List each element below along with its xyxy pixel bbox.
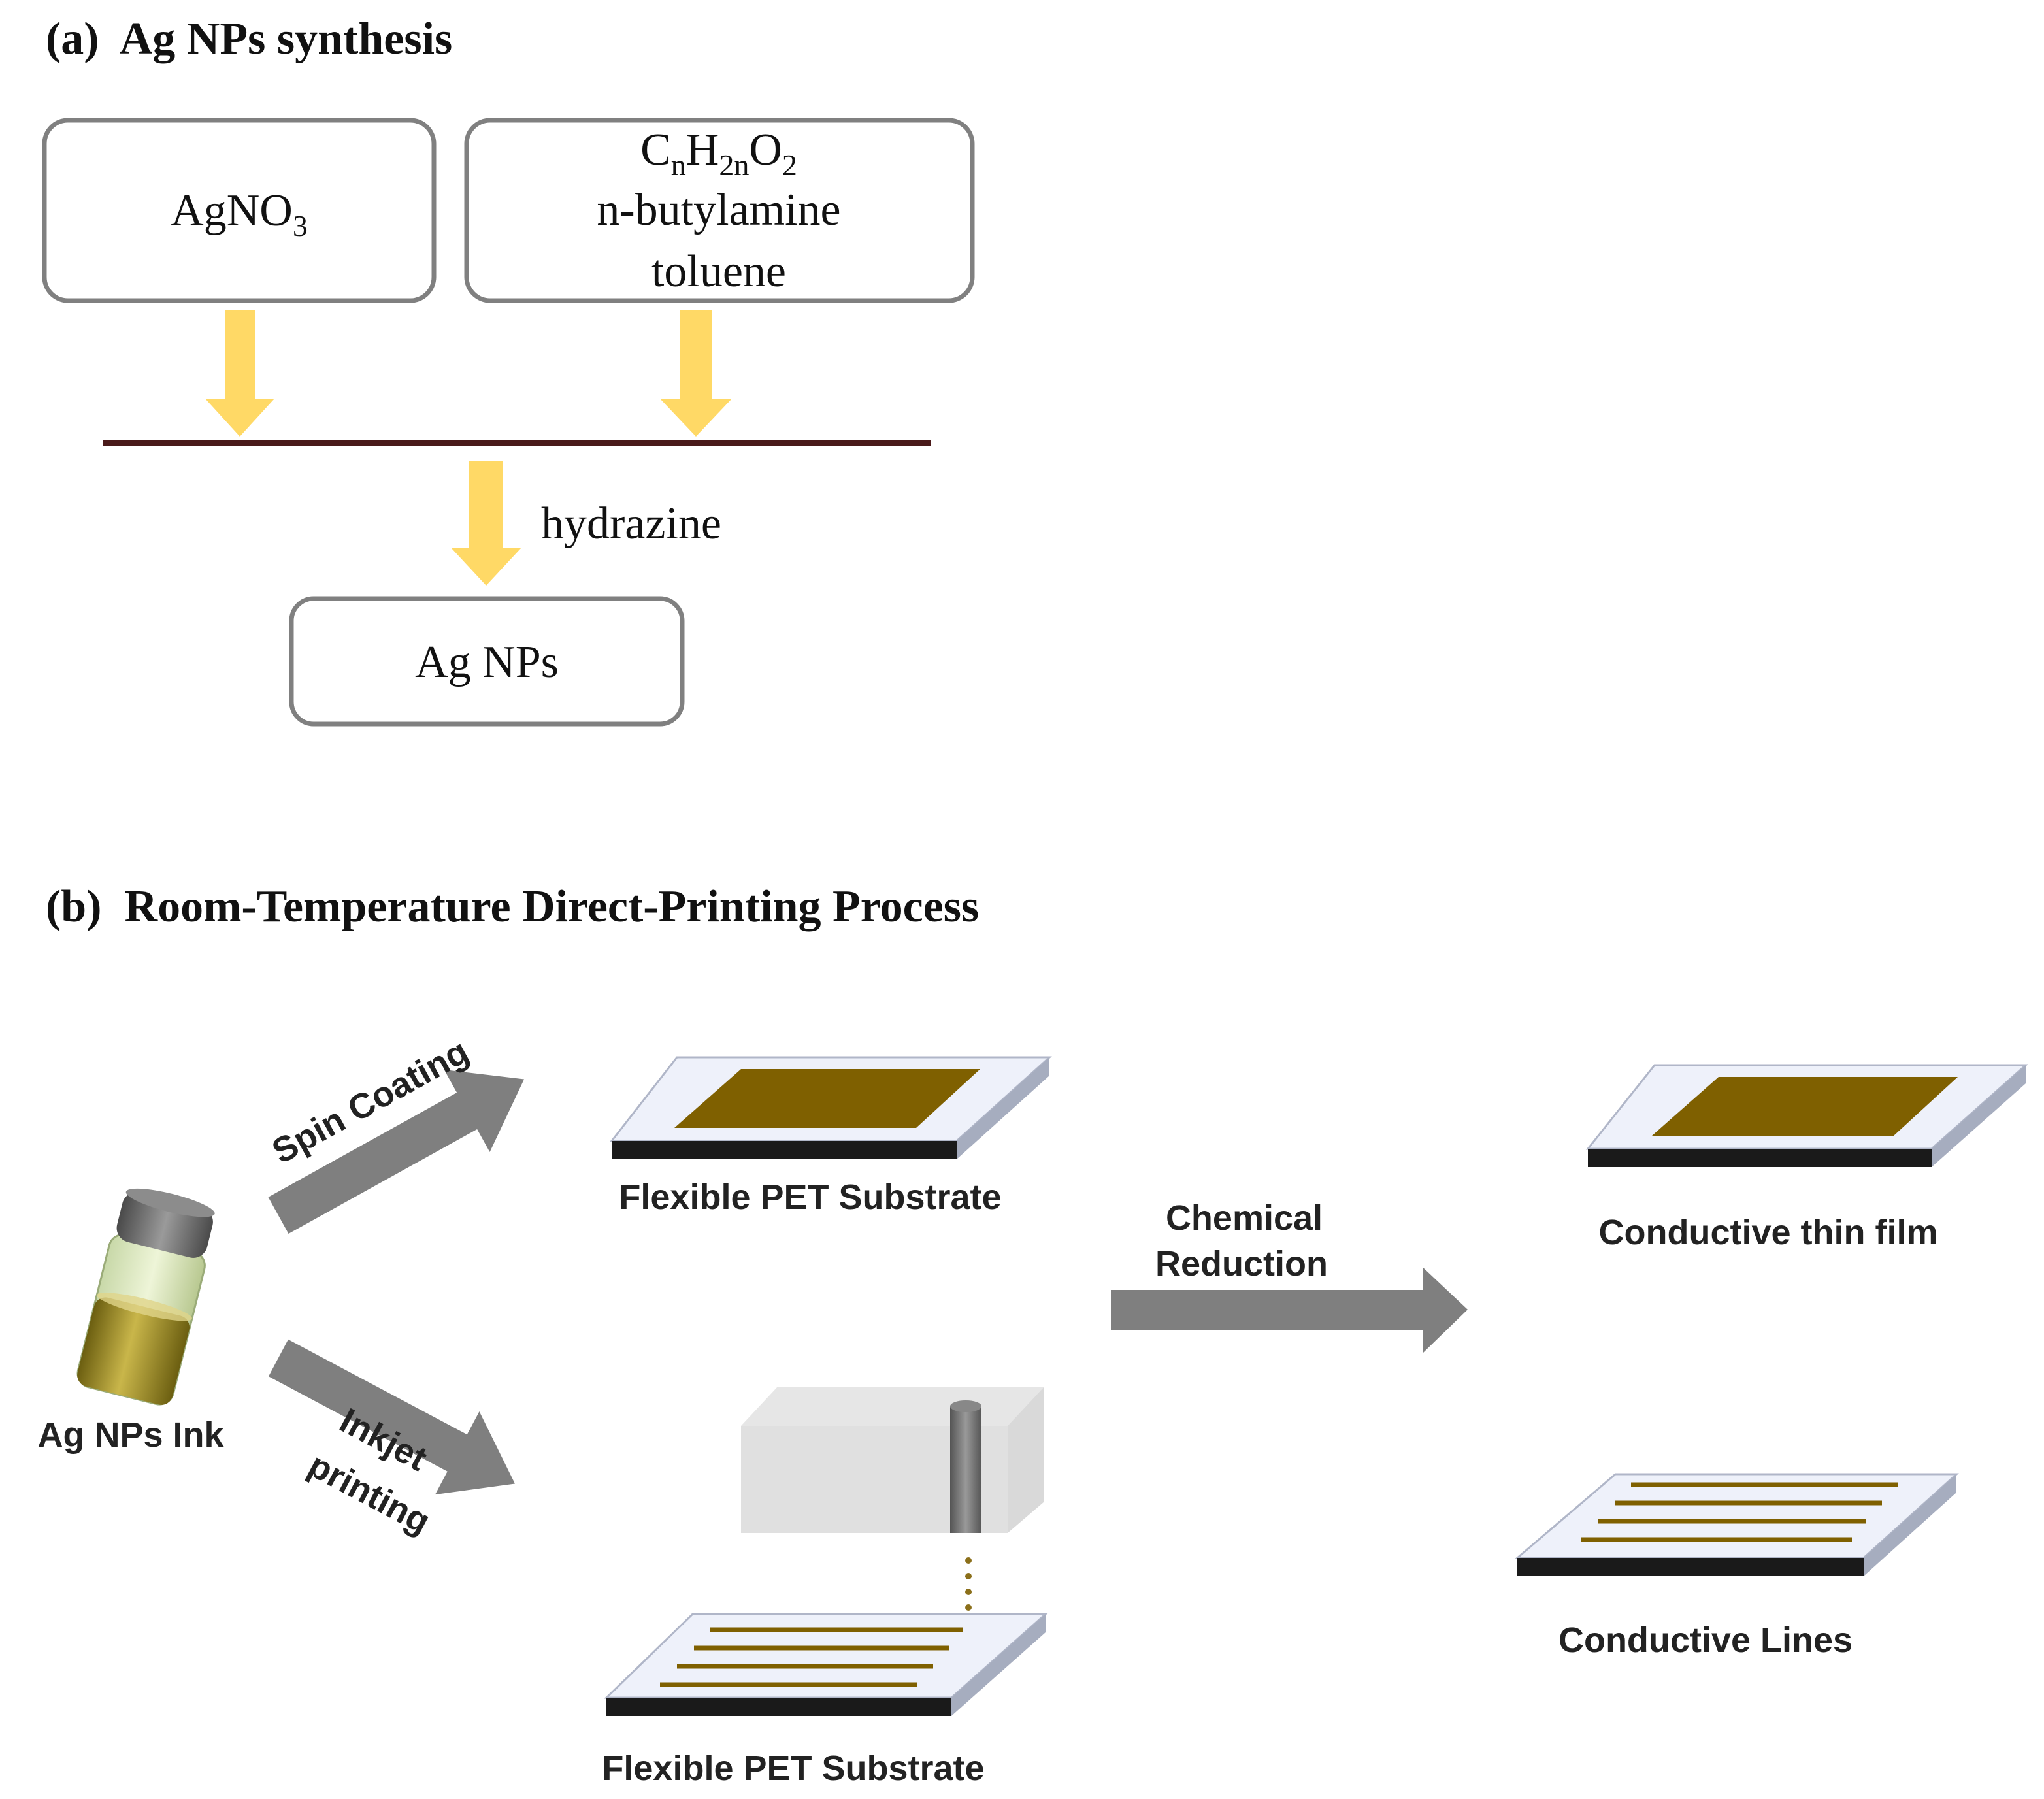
- conductive-thin-film-substrate: [1585, 1064, 2028, 1167]
- reactant-box-agno3: AgNO3: [42, 118, 437, 303]
- conductive-lines: [1581, 1482, 1898, 1542]
- substrate-bottom-label: Flexible PET Substrate: [602, 1749, 984, 1788]
- ag-nps-label: Ag NPs: [415, 637, 559, 687]
- inkjet-printing-arrow: [268, 1339, 516, 1495]
- silver-thin-film: [674, 1069, 980, 1128]
- agno3-label: AgNO3: [171, 186, 308, 242]
- n-butylamine-label: n-butylamine: [597, 185, 840, 235]
- chemical-label: Chemical: [1166, 1198, 1323, 1238]
- toluene-label: toluene: [651, 246, 786, 297]
- carboxylic-acid-formula: CnH2nO2: [640, 125, 797, 182]
- conductive-film: [1652, 1077, 1958, 1136]
- chemical-reduction-arrow: [1111, 1268, 1468, 1353]
- reduction-label: Reduction: [1155, 1244, 1328, 1283]
- pet-substrate-film-top: [609, 1056, 1052, 1159]
- substrate-top-label: Flexible PET Substrate: [619, 1178, 1001, 1217]
- yellow-arrow-down: [451, 461, 521, 586]
- part-b-title: (b) Room-Temperature Direct-Printing Pro…: [46, 882, 979, 932]
- yellow-arrow-left: [205, 310, 274, 437]
- hydrazine-label: hydrazine: [541, 499, 721, 549]
- printed-silver-lines: [660, 1627, 963, 1687]
- ink-vial-icon: [76, 1188, 215, 1406]
- inkjet-printer-head-icon: [741, 1387, 1044, 1533]
- reactant-box-solvents: CnH2nO2 n-butylamine toluene: [464, 118, 975, 303]
- product-box-ag-nps: Ag NPs: [289, 596, 685, 727]
- ink-droplets: [965, 1557, 972, 1611]
- yellow-arrow-right: [660, 310, 732, 437]
- pet-substrate-lines-bottom: [604, 1613, 1048, 1716]
- conductive-lines-substrate: [1514, 1473, 1959, 1576]
- spin-coating-arrow: [268, 1070, 525, 1234]
- conductive-lines-label: Conductive Lines: [1558, 1621, 1853, 1660]
- ag-nps-ink-label: Ag NPs Ink: [37, 1415, 224, 1455]
- conductive-thin-film-label: Conductive thin film: [1599, 1213, 1938, 1252]
- part-a-title: (a) Ag NPs synthesis: [46, 14, 452, 64]
